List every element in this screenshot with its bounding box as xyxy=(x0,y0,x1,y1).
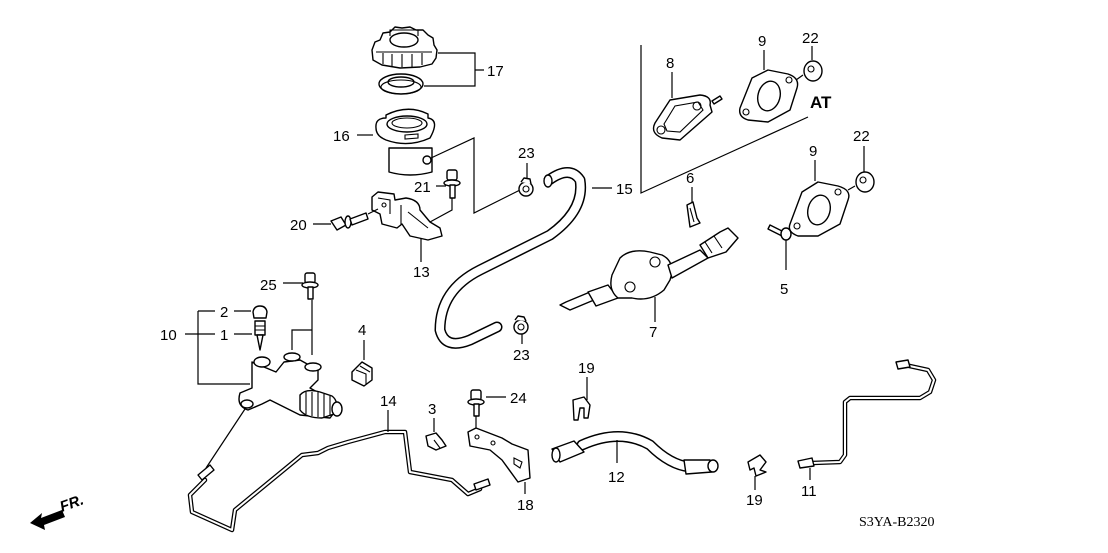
bleeder-screw-1[interactable] xyxy=(254,320,266,351)
leader-10 xyxy=(185,310,250,385)
callout-15: 15 xyxy=(616,181,633,198)
bolt-20[interactable] xyxy=(330,212,369,231)
callout-8: 8 xyxy=(666,55,674,72)
callout-21: 21 xyxy=(414,179,431,196)
bleeder-cap-2[interactable] xyxy=(252,305,268,319)
callout-9-upper: 9 xyxy=(758,33,766,50)
leader-22-upper xyxy=(795,46,813,81)
callout-10: 10 xyxy=(160,327,177,344)
callout-22-lower: 22 xyxy=(853,128,870,145)
callout-16: 16 xyxy=(333,128,350,145)
callout-7: 7 xyxy=(649,324,657,341)
clip-3[interactable] xyxy=(425,432,447,451)
callout-14: 14 xyxy=(380,393,397,410)
leader-22-lower xyxy=(847,146,865,191)
callout-22-upper: 22 xyxy=(802,30,819,47)
callout-2: 2 xyxy=(220,304,228,321)
nut-22-lower[interactable] xyxy=(855,171,875,193)
clutch-pipe-14[interactable] xyxy=(187,429,491,533)
reservoir-bracket[interactable] xyxy=(371,191,443,241)
bolt-24[interactable] xyxy=(467,389,485,417)
leader-pipe-flare xyxy=(205,408,246,469)
leader-20 xyxy=(313,208,379,225)
callout-19-lower: 19 xyxy=(746,492,763,509)
leader-17 xyxy=(424,52,484,87)
clip-19-lower[interactable] xyxy=(747,454,767,477)
clip-19-upper[interactable] xyxy=(572,396,591,421)
callout-13: 13 xyxy=(413,264,430,281)
callout-19-upper: 19 xyxy=(578,360,595,377)
callout-11: 11 xyxy=(801,483,817,500)
callout-3: 3 xyxy=(428,401,436,418)
arrow-left-icon xyxy=(30,510,65,530)
clutch-pipe-11[interactable] xyxy=(797,359,937,469)
gasket-8[interactable] xyxy=(652,94,723,141)
callout-5: 5 xyxy=(780,281,788,298)
hose-clip-23-lower[interactable] xyxy=(513,315,529,335)
front-direction-arrow: FR. xyxy=(30,492,86,530)
mount-plate-9-upper[interactable] xyxy=(738,69,799,123)
clutch-master-cylinder[interactable] xyxy=(559,227,739,311)
callout-4: 4 xyxy=(358,322,366,339)
callout-12: 12 xyxy=(608,469,625,486)
hose-clip-23-upper[interactable] xyxy=(518,177,534,197)
callout-25: 25 xyxy=(260,277,277,294)
callout-20: 20 xyxy=(290,217,307,234)
clutch-slave-cylinder[interactable] xyxy=(238,352,343,419)
pipe-bracket-18[interactable] xyxy=(467,427,531,483)
mount-plate-9-lower[interactable] xyxy=(788,181,850,237)
bolt-21[interactable] xyxy=(443,169,461,199)
callout-23-upper: 23 xyxy=(518,145,535,162)
at-variant-label: AT xyxy=(810,93,832,112)
front-direction-label: FR. xyxy=(58,492,87,516)
clip-6[interactable] xyxy=(686,201,701,228)
at-variant-divider xyxy=(640,45,809,194)
callout-18: 18 xyxy=(517,497,534,514)
callout-23-lower: 23 xyxy=(513,347,530,364)
leader-hose-route xyxy=(430,137,521,214)
clip-4[interactable] xyxy=(351,361,373,387)
callout-6: 6 xyxy=(686,170,694,187)
callout-24: 24 xyxy=(510,390,527,407)
callout-1: 1 xyxy=(220,327,228,344)
reservoir-seal[interactable] xyxy=(378,73,424,95)
reservoir-hose[interactable] xyxy=(434,167,587,349)
pin-5[interactable] xyxy=(767,224,792,241)
reservoir-cap[interactable] xyxy=(371,26,438,69)
callout-17: 17 xyxy=(487,63,504,80)
callout-9-lower: 9 xyxy=(809,143,817,160)
reservoir-body[interactable] xyxy=(375,108,436,176)
leader-25 xyxy=(283,282,313,355)
diagram-reference-code: S3YA-B2320 xyxy=(859,515,934,530)
leader-21-bracket xyxy=(429,198,453,223)
bolt-25[interactable] xyxy=(301,272,319,300)
nut-22-upper[interactable] xyxy=(803,60,823,82)
clutch-hose-12[interactable] xyxy=(551,431,719,475)
